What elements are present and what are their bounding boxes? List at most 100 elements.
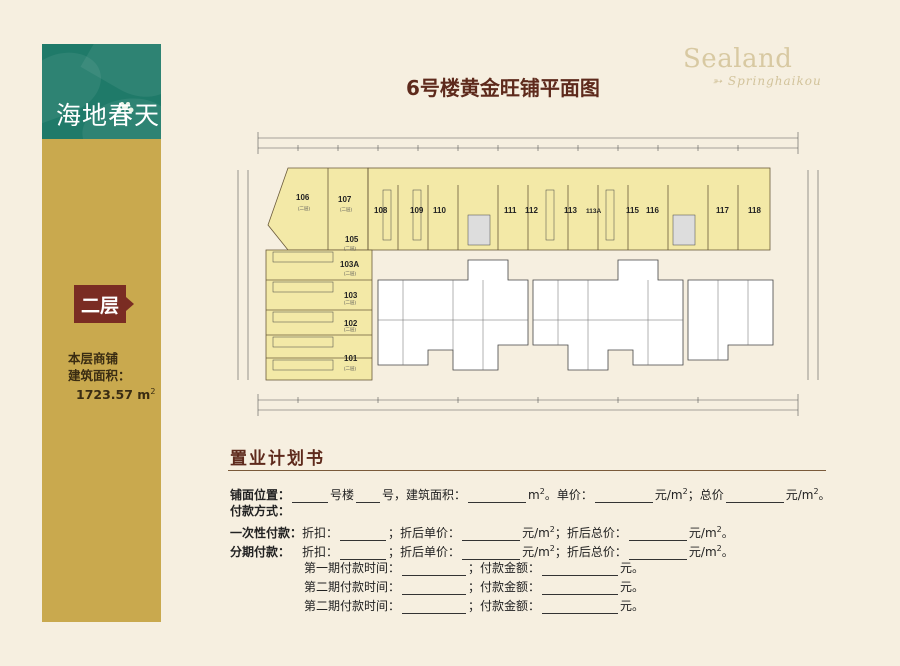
building-number-field[interactable] xyxy=(292,488,329,503)
row-installment-3: 第二期付款时间：；付款金额：元。 xyxy=(304,596,644,616)
lump-sum-label: 一次性付款： xyxy=(230,526,303,540)
lump-sep2: ； xyxy=(554,526,567,540)
unit-note: (二层) xyxy=(344,271,356,277)
brand-name: Sealand xyxy=(683,44,793,74)
total-unit-sup: 2 xyxy=(813,487,819,496)
installment-amount-label: ；付款金额： xyxy=(468,561,541,575)
floor-area-label-line2: 建筑面积： xyxy=(68,368,131,383)
lump-unit1-sup: 2 xyxy=(549,525,555,534)
inst-unit2-sup: 2 xyxy=(716,544,722,553)
row-shop-location: 铺面位置：号楼号，建筑面积：m2。单价：元/m2；总价元/m2。 xyxy=(230,482,831,503)
unit-number-field[interactable] xyxy=(356,488,381,503)
area-unit-sup: 2 xyxy=(539,487,545,496)
unit-102: 102 xyxy=(344,319,358,328)
installment-time-field[interactable] xyxy=(402,580,467,595)
unit-103: 103 xyxy=(344,291,358,300)
unit-113a: 113A xyxy=(586,208,601,215)
stair-hatching xyxy=(272,189,696,371)
installment-amount-label: ；付款金额： xyxy=(468,599,541,613)
floor-area-unit-sup: 2 xyxy=(150,387,156,396)
shop-location-label: 铺面位置： xyxy=(230,488,291,502)
lump-unit2: 元/m xyxy=(688,526,717,540)
inst-sep2: ； xyxy=(554,545,567,559)
unit-103a: 103A xyxy=(340,260,359,269)
lump-discount-label: 折扣： xyxy=(302,526,339,540)
installment-time-field[interactable] xyxy=(402,561,467,576)
unit-101: 101 xyxy=(344,354,358,363)
unit-113: 113 xyxy=(564,206,577,215)
logo-text: 海地春天 xyxy=(56,101,161,130)
form-heading: 置业计划书 xyxy=(230,449,325,469)
brand-logo: 海地春天 xyxy=(42,44,161,139)
inst-unit1-sup: 2 xyxy=(549,544,555,553)
installment-amount-field[interactable] xyxy=(542,580,619,595)
unit-106: 106 xyxy=(296,193,310,202)
interior-walls xyxy=(378,280,749,370)
row-installment: 分期付款：折扣：；折后单价：元/m2；折后总价：元/m2。 xyxy=(230,539,734,560)
floor-plan: 106 107 108 109 110 111 112 113 113A 115… xyxy=(237,132,819,416)
row-installment-2: 第二期付款时间：；付款金额：元。 xyxy=(304,577,644,597)
installment-amount-field[interactable] xyxy=(542,599,619,614)
floor-area-label-line1: 本层商铺 xyxy=(68,351,119,366)
row-lump-sum: 一次性付款：折扣：；折后单价：元/m2；折后总价：元/m2。 xyxy=(230,520,734,541)
inst-after-price-field[interactable] xyxy=(462,545,521,560)
inst-unit2: 元/m xyxy=(688,545,717,559)
inst-after-total-field[interactable] xyxy=(628,545,687,560)
lump-sep1: ； xyxy=(388,526,401,540)
form-divider xyxy=(228,470,826,471)
installment-time-label: 第一期付款时间： xyxy=(304,561,401,575)
row1-end: 。 xyxy=(818,488,831,502)
price-unit-sup: 2 xyxy=(682,487,688,496)
unit-109: 109 xyxy=(410,206,424,215)
tree-icon xyxy=(116,102,134,121)
unit-105: 105 xyxy=(345,235,359,244)
installment-amount-label: ；付款金额： xyxy=(468,580,541,594)
unit-110: 110 xyxy=(433,206,446,215)
floor-area-value: 1723.57 m2 xyxy=(76,387,155,402)
unit-111: 111 xyxy=(504,206,517,215)
unit-dividers xyxy=(266,168,739,359)
unit-108: 108 xyxy=(374,206,388,215)
row-payment-method: 付款方式： xyxy=(230,501,290,521)
total-price-field[interactable] xyxy=(725,488,784,503)
page-title: 6号楼黄金旺铺平面图 xyxy=(406,76,600,100)
price-label: 。单价： xyxy=(544,488,593,502)
installment-end: 元。 xyxy=(620,561,645,575)
payment-method-label: 付款方式： xyxy=(230,504,291,518)
area-field[interactable] xyxy=(468,488,527,503)
unit-116: 116 xyxy=(646,206,659,215)
unit-labels: 106 107 108 109 110 111 112 113 113A 115… xyxy=(296,193,761,363)
unit-note: (二层) xyxy=(344,366,356,372)
installment-time-field[interactable] xyxy=(402,599,467,614)
unit-notes: (二层) (二层) (二层) (二层) (二层) (二层) (二层) xyxy=(298,206,356,372)
inst-discount-field[interactable] xyxy=(340,545,387,560)
brand-subtitle-arrow: ➳ xyxy=(712,74,728,88)
unit-note: (二层) xyxy=(344,246,356,252)
price-unit: 元/m xyxy=(654,488,683,502)
total-unit: 元/m xyxy=(785,488,814,502)
unit-107: 107 xyxy=(338,195,352,204)
brand-subtitle: ➳ Springhaikou xyxy=(712,74,822,88)
lump-after-price-field[interactable] xyxy=(462,526,521,541)
inst-unit1: 元/m xyxy=(522,545,550,559)
floor-area-label: 本层商铺 建筑面积： xyxy=(68,350,131,384)
installment-amount-field[interactable] xyxy=(542,561,619,576)
installment-end: 元。 xyxy=(620,580,645,594)
lump-unit1: 元/m xyxy=(522,526,550,540)
total-label: ；总价 xyxy=(687,488,724,502)
lump-after-price-label: 折后单价： xyxy=(400,526,461,540)
floor-area-number: 1723.57 m xyxy=(76,387,151,403)
lump-after-total-field[interactable] xyxy=(628,526,687,541)
area-unit: m xyxy=(528,488,540,502)
installment-label: 分期付款： xyxy=(230,545,291,559)
installment-end: 元。 xyxy=(620,599,645,613)
unit-suffix: 号，建筑面积： xyxy=(382,488,467,502)
unit-note: (二层) xyxy=(344,300,356,306)
inst-sep1: ； xyxy=(388,545,401,559)
lump-discount-field[interactable] xyxy=(340,526,387,541)
unit-price-field[interactable] xyxy=(594,488,653,503)
lump-unit2-sup: 2 xyxy=(716,525,722,534)
floor-badge: 二层 xyxy=(74,285,134,323)
inst-after-price-label: 折后单价： xyxy=(400,545,461,559)
sidebar-panel xyxy=(42,44,161,622)
